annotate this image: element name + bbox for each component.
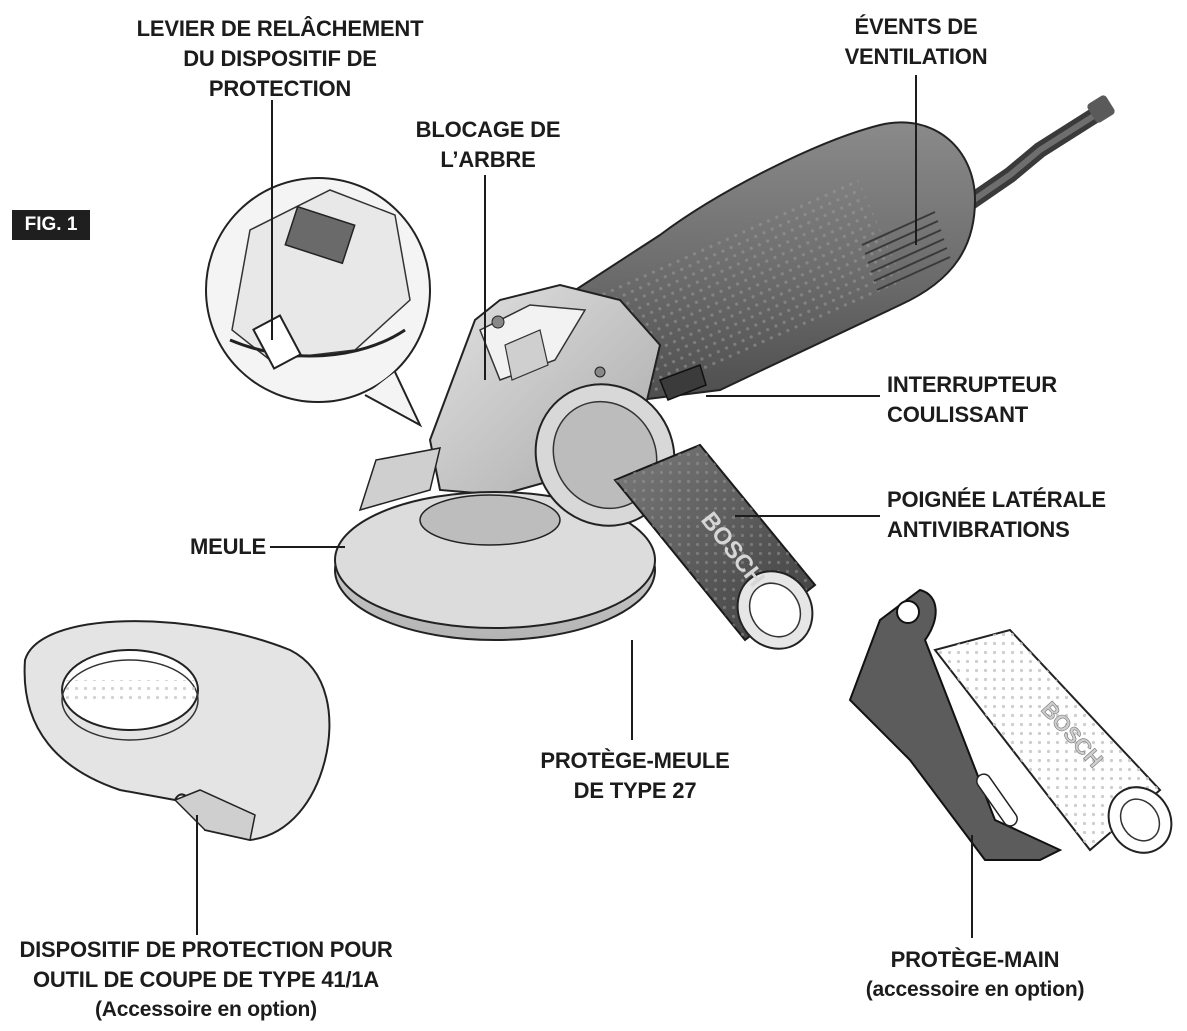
label-hand-guard: PROTÈGE-MAIN (accessoire en option) xyxy=(865,947,1085,1001)
label-slide-switch: INTERRUPTEUR COULISSANT xyxy=(887,372,1057,427)
label-guard-release-lever: LEVIER DE RELÂCHEMENT DU DISPOSITIF DE P… xyxy=(136,16,424,101)
grinding-wheel xyxy=(334,447,656,641)
inset-callout xyxy=(205,177,431,428)
type41-guard-shape xyxy=(23,620,331,842)
leader-lines xyxy=(196,75,973,938)
label-side-handle: POIGNÉE LATÉRALE ANTIVIBRATIONS xyxy=(887,487,1106,542)
label-spindle-lock: BLOCAGE DE L’ARBRE xyxy=(415,117,561,172)
label-type41-guard: DISPOSITIF DE PROTECTION POUR OUTIL DE C… xyxy=(19,937,393,1021)
label-vents: ÉVENTS DE VENTILATION xyxy=(844,14,988,69)
vent-slots xyxy=(861,211,951,291)
hand-guard-shape: BOSCH xyxy=(848,588,1173,861)
label-wheel: MEULE xyxy=(190,534,267,559)
figure-label-badge: FIG. 1 xyxy=(12,210,90,240)
label-type27-guard: PROTÈGE-MEULE DE TYPE 27 xyxy=(540,748,730,803)
side-handle: BOSCH xyxy=(534,383,817,650)
slide-switch-shape xyxy=(659,364,707,401)
